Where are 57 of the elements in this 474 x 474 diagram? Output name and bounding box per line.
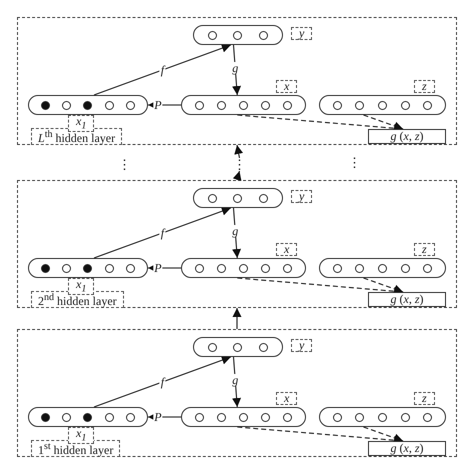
- arrow: [232, 356, 242, 408]
- edge-label: P: [153, 99, 163, 111]
- neuron-layer-pill: [319, 258, 446, 278]
- edge-label: P: [153, 411, 163, 423]
- variable-label: z: [414, 392, 435, 405]
- variable-label: x: [276, 243, 298, 256]
- function-box: g (x, z): [368, 129, 446, 144]
- edge-label: g: [231, 224, 240, 236]
- variable-label: y: [291, 339, 312, 352]
- neuron-layer-pill: [181, 95, 306, 115]
- neuron-layer-pill: [319, 95, 446, 115]
- arrow: [232, 44, 242, 96]
- arrow: [234, 144, 244, 158]
- neuron-layer-pill: [181, 407, 306, 427]
- layer-panel: [17, 329, 457, 457]
- variable-label: z: [414, 80, 435, 93]
- arrow: [363, 277, 404, 294]
- neuron-layer-pill: [28, 407, 148, 427]
- variable-label: x$_{1}$: [68, 427, 94, 444]
- variable-label: x: [276, 392, 298, 405]
- neuron-layer-pill: [28, 258, 148, 278]
- variable-label: y: [291, 27, 312, 40]
- edge-label: g: [231, 62, 240, 74]
- arrow: [232, 170, 242, 181]
- variable-label: y: [291, 190, 312, 203]
- layer-label: 1$^{st}$ hidden layer: [31, 440, 120, 457]
- arrow: [363, 114, 404, 130]
- edge-label: f: [160, 64, 166, 76]
- variable-label: x$_{1}$: [68, 115, 94, 132]
- neuron-layer-pill: [193, 337, 283, 357]
- arrow: [363, 426, 404, 442]
- variable-label: z: [414, 243, 435, 256]
- function-box: g (x, z): [368, 292, 446, 307]
- arrow: [232, 208, 242, 258]
- arrow: [94, 44, 231, 96]
- edge-label: f: [160, 376, 166, 388]
- edge-label: g: [231, 374, 240, 386]
- neuron-layer-pill: [28, 95, 148, 115]
- function-box: g (x, z): [368, 441, 446, 456]
- neuron-layer-pill: [319, 407, 446, 427]
- neuron-layer-pill: [193, 188, 283, 208]
- ellipsis-dots: ⋮: [118, 158, 131, 171]
- layer-label: L$^{th}$ hidden layer: [31, 128, 122, 145]
- edge-label: f: [160, 227, 166, 239]
- arrow: [94, 356, 231, 408]
- variable-label: x$_{1}$: [68, 278, 94, 296]
- variable-label: x: [276, 80, 298, 93]
- ellipsis-dots: ⋮: [233, 158, 246, 171]
- layer-panel: [17, 180, 457, 308]
- layer-label: 2$^{nd}$ hidden layer: [31, 291, 124, 308]
- neuron-layer-pill: [193, 25, 283, 45]
- arrow: [232, 308, 242, 329]
- arrow: [94, 206, 231, 259]
- neuron-layer-pill: [181, 258, 306, 278]
- layer-panel: [17, 17, 457, 145]
- edge-label: P: [153, 262, 163, 274]
- ellipsis-dots: ⋮: [348, 156, 361, 169]
